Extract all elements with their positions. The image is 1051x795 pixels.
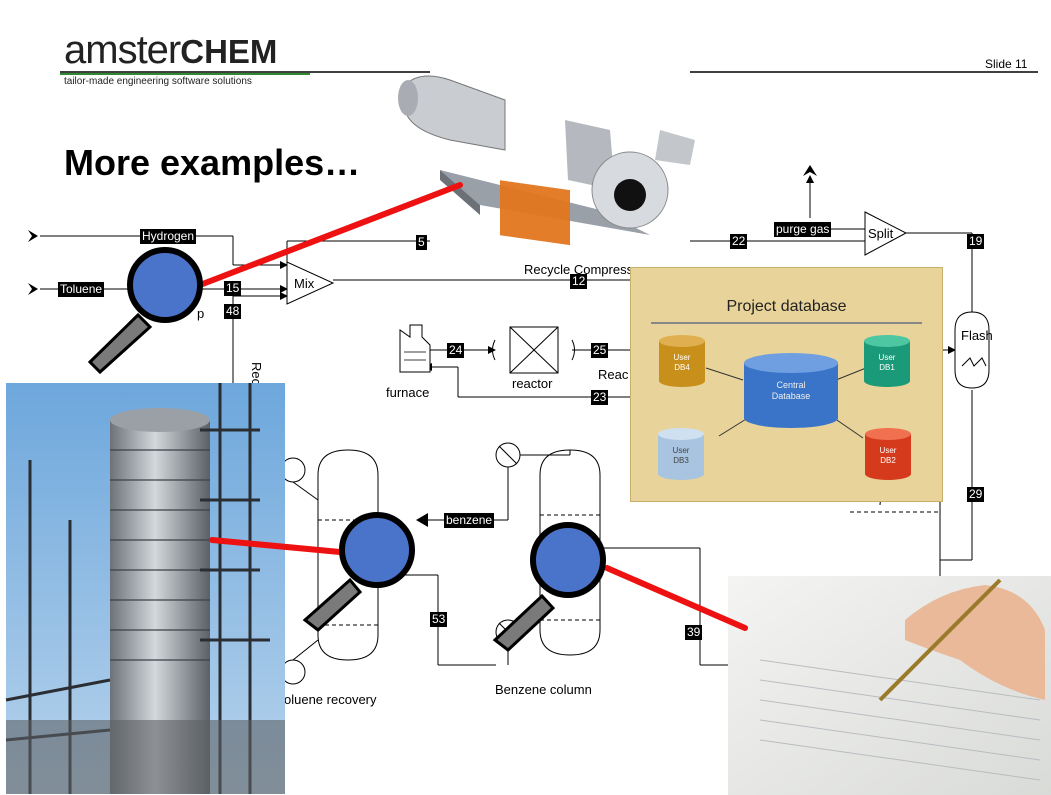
unit-label-toluene-recovery: oluene recovery bbox=[284, 692, 377, 707]
stream-number: 24 bbox=[447, 343, 465, 358]
page-title: More examples… bbox=[64, 142, 361, 183]
amsterchem-logo: amsterCHEM bbox=[64, 28, 277, 73]
unit-label-furnace: furnace bbox=[386, 385, 430, 400]
unit-label-p: p bbox=[197, 306, 205, 321]
unit-label-split: Split bbox=[868, 226, 894, 241]
stream-label-toluene: Toluene bbox=[58, 282, 105, 297]
unit-label-benzene-column: Benzene column bbox=[495, 682, 592, 697]
db3-label: User DB3 bbox=[672, 446, 690, 465]
stream-number: 25 bbox=[591, 343, 609, 358]
stream-number: 48 bbox=[224, 304, 242, 319]
project-database-panel: Project database bbox=[630, 267, 943, 502]
stream-label-benzene: benzene bbox=[444, 513, 495, 528]
logo-text: amster bbox=[64, 28, 181, 72]
unit-label-mix: Mix bbox=[294, 276, 315, 291]
unit-label-recy: Recy bbox=[249, 362, 264, 392]
stream-label-hydrogen: Hydrogen bbox=[140, 229, 197, 244]
stream-number: 19 bbox=[967, 234, 985, 249]
slide-number: Slide 11 bbox=[985, 57, 1028, 71]
stream-label-purge-gas: purge gas bbox=[774, 222, 832, 237]
stream-number: 29 bbox=[967, 487, 985, 502]
db1-label: User DB1 bbox=[878, 353, 896, 372]
project-database-title: Project database bbox=[726, 298, 847, 315]
unit-label-flash: Flash bbox=[961, 328, 993, 343]
logo-text-bold: CHEM bbox=[180, 33, 278, 70]
stream-number: 12 bbox=[570, 274, 588, 289]
unit-label-recycle-compressor: Recycle Compressor bbox=[524, 262, 645, 277]
central-database-label: Central Database bbox=[771, 380, 811, 401]
stream-number: 22 bbox=[730, 234, 748, 249]
db4-label: User DB4 bbox=[673, 353, 691, 372]
stream-number: 23 bbox=[591, 390, 609, 405]
stream-number: 15 bbox=[224, 281, 242, 296]
unit-label-reac: Reac bbox=[598, 367, 629, 382]
logo-tagline: tailor-made engineering software solutio… bbox=[64, 76, 252, 87]
stream-number: 53 bbox=[430, 612, 448, 627]
stream-number: 5 bbox=[416, 235, 427, 250]
unit-label-reactor: reactor bbox=[512, 376, 553, 391]
stream-number: 39 bbox=[685, 625, 703, 640]
project-database-diagram bbox=[651, 322, 922, 480]
db2-label: User DB2 bbox=[879, 446, 897, 465]
